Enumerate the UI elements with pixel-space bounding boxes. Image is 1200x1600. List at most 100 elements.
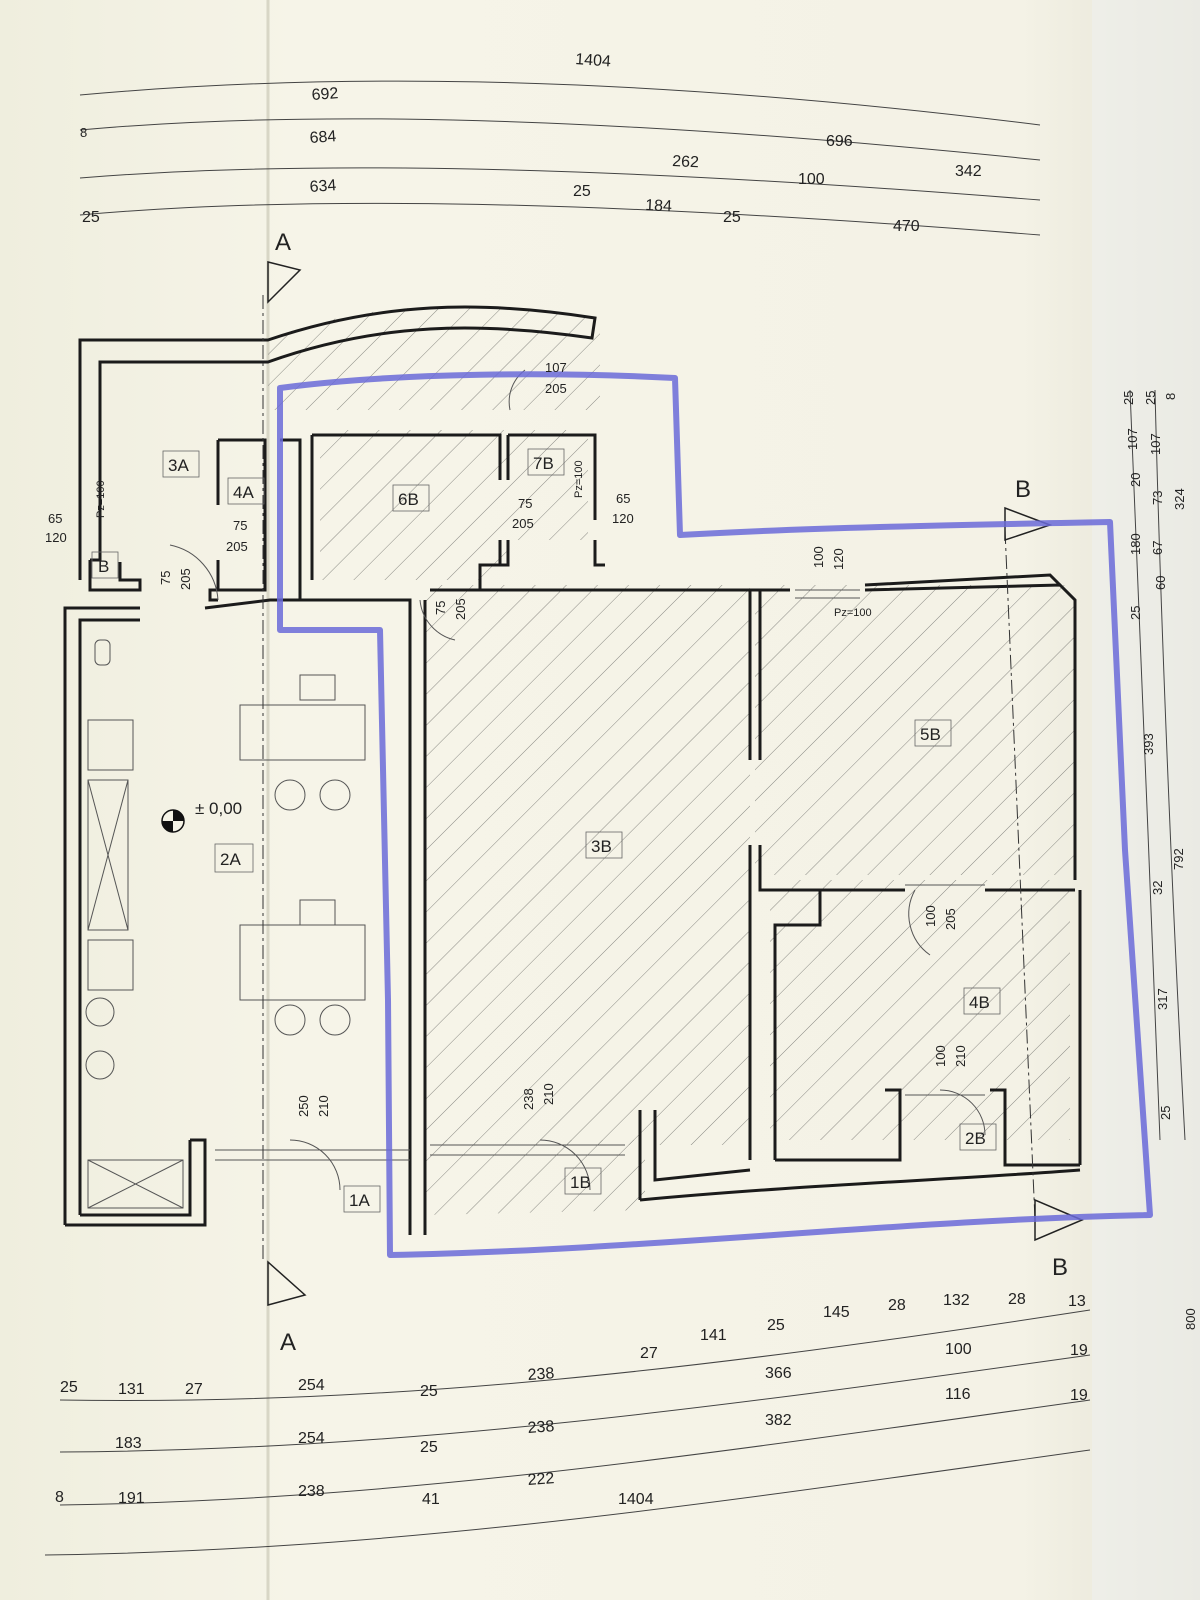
opening-238: 238 <box>521 1088 536 1110</box>
bottom-dim-25-b: 25 <box>420 1383 438 1400</box>
bottom-dim-28-a: 28 <box>888 1297 906 1314</box>
opening-250: 250 <box>296 1095 311 1117</box>
dim-342: 342 <box>955 163 982 180</box>
section-label-a-bottom: A <box>280 1329 296 1356</box>
opening-75-a: 75 <box>233 518 247 533</box>
right-dim-20: 20 <box>1128 473 1143 487</box>
bottom-dim-366: 366 <box>765 1365 792 1382</box>
room-7b: 7B <box>533 454 554 473</box>
right-dimension-lines <box>1129 389 1186 1141</box>
pz-3: Pz=100 <box>573 460 585 498</box>
dim-100-top: 100 <box>798 171 825 188</box>
bottom-dim-25-d: 25 <box>420 1439 438 1456</box>
right-dim-73: 73 <box>1150 491 1165 505</box>
walls <box>63 305 1082 1235</box>
section-label-b-top: B <box>1015 476 1031 503</box>
room-3a: 3A <box>168 456 189 475</box>
right-dim-67: 67 <box>1150 541 1165 555</box>
level-mark: ± 0,00 <box>161 799 242 833</box>
bottom-dim-132: 132 <box>943 1292 970 1309</box>
bottom-dimension-lines <box>44 1309 1091 1556</box>
bottom-dim-254-a: 254 <box>298 1377 325 1394</box>
right-dim-60: 60 <box>1153 576 1168 590</box>
opening-205-e: 205 <box>453 598 468 620</box>
bottom-dim-183: 183 <box>115 1435 142 1452</box>
top-dimension-text: 1404 692 684 696 262 100 342 634 25 184 … <box>80 51 982 235</box>
bottom-dim-28-b: 28 <box>1008 1291 1026 1308</box>
room-3b: 3B <box>591 837 612 856</box>
fixtures <box>85 369 986 1209</box>
opening-205-b: 205 <box>226 539 248 554</box>
room-2b: 2B <box>965 1129 986 1148</box>
dim-262: 262 <box>672 153 700 171</box>
right-dim-107-a: 107 <box>1125 428 1140 450</box>
bottom-dim-27-a: 27 <box>185 1381 203 1398</box>
room-6b: 6B <box>398 490 419 509</box>
room-1b: 1B <box>570 1173 591 1192</box>
opening-100-c: 100 <box>933 1045 948 1067</box>
bottom-dim-13: 13 <box>1068 1293 1086 1310</box>
room-4a: 4A <box>233 483 254 502</box>
dim-696: 696 <box>826 133 853 150</box>
right-dim-25-a: 25 <box>1121 391 1136 405</box>
opening-210-a: 210 <box>953 1045 968 1067</box>
opening-120-c: 120 <box>831 548 846 570</box>
opening-100-b: 100 <box>923 905 938 927</box>
room-1a: 1A <box>349 1191 370 1210</box>
room-2a: 2A <box>220 850 241 869</box>
bottom-dim-238-a: 238 <box>527 1365 555 1384</box>
opening-75-c: 75 <box>158 571 173 585</box>
section-label-b-bottom: B <box>1052 1254 1068 1281</box>
bottom-dim-141: 141 <box>700 1327 727 1344</box>
section-label-a-top: A <box>275 229 291 256</box>
opening-210-b: 210 <box>316 1095 331 1117</box>
dim-25-c: 25 <box>82 209 100 226</box>
room-5b: 5B <box>920 725 941 744</box>
bottom-dim-1404: 1404 <box>618 1491 654 1508</box>
section-arrow-a-top <box>267 261 302 304</box>
dim-184: 184 <box>645 197 673 215</box>
right-dim-25-c: 25 <box>1128 606 1143 620</box>
pz-2: Pz=100 <box>95 480 107 518</box>
bottom-dim-8: 8 <box>55 1489 64 1506</box>
dim-470: 470 <box>893 218 920 235</box>
marker-outline <box>277 371 1153 1258</box>
room-b: B <box>98 557 109 576</box>
kitchen-counter <box>87 719 134 771</box>
opening-205-c: 205 <box>512 516 534 531</box>
right-dim-393: 393 <box>1141 733 1156 755</box>
section-arrow-a-bottom <box>267 1260 307 1306</box>
right-dim-107-b: 107 <box>1148 433 1163 455</box>
opening-75-b: 75 <box>518 496 532 511</box>
opening-107: 107 <box>545 360 567 375</box>
opening-210-c: 210 <box>541 1083 556 1105</box>
section-lines <box>262 295 1036 1260</box>
hatched-areas <box>268 306 1075 1215</box>
right-dim-25-b: 25 <box>1143 391 1158 405</box>
bottom-dim-41: 41 <box>422 1491 440 1508</box>
right-dim-800: 800 <box>1183 1308 1198 1330</box>
paper-right-edge <box>1092 0 1200 1600</box>
bottom-dim-191: 191 <box>118 1490 145 1507</box>
dim-692: 692 <box>311 85 339 104</box>
opening-65-b: 65 <box>616 491 630 506</box>
room-4b: 4B <box>969 993 990 1012</box>
top-dimension-lines <box>79 80 1041 236</box>
bottom-dim-100: 100 <box>945 1341 972 1358</box>
bottom-dim-131: 131 <box>118 1381 145 1398</box>
bottom-dim-27-b: 27 <box>640 1345 658 1362</box>
right-dim-25-d: 25 <box>1158 1106 1173 1120</box>
opening-205-a: 205 <box>545 381 567 396</box>
bottom-dim-25-c: 25 <box>767 1317 785 1334</box>
bottom-dim-145: 145 <box>823 1304 850 1321</box>
dim-25-b: 25 <box>723 209 741 226</box>
opening-120-a: 120 <box>45 530 67 545</box>
right-dim-792: 792 <box>1171 848 1186 870</box>
dim-8-top: 8 <box>80 125 87 140</box>
dim-684: 684 <box>309 128 337 147</box>
bottom-dim-254-b: 254 <box>298 1430 325 1447</box>
right-dim-324: 324 <box>1172 488 1187 510</box>
opening-120-b: 120 <box>612 511 634 526</box>
right-dim-317: 317 <box>1155 988 1170 1010</box>
